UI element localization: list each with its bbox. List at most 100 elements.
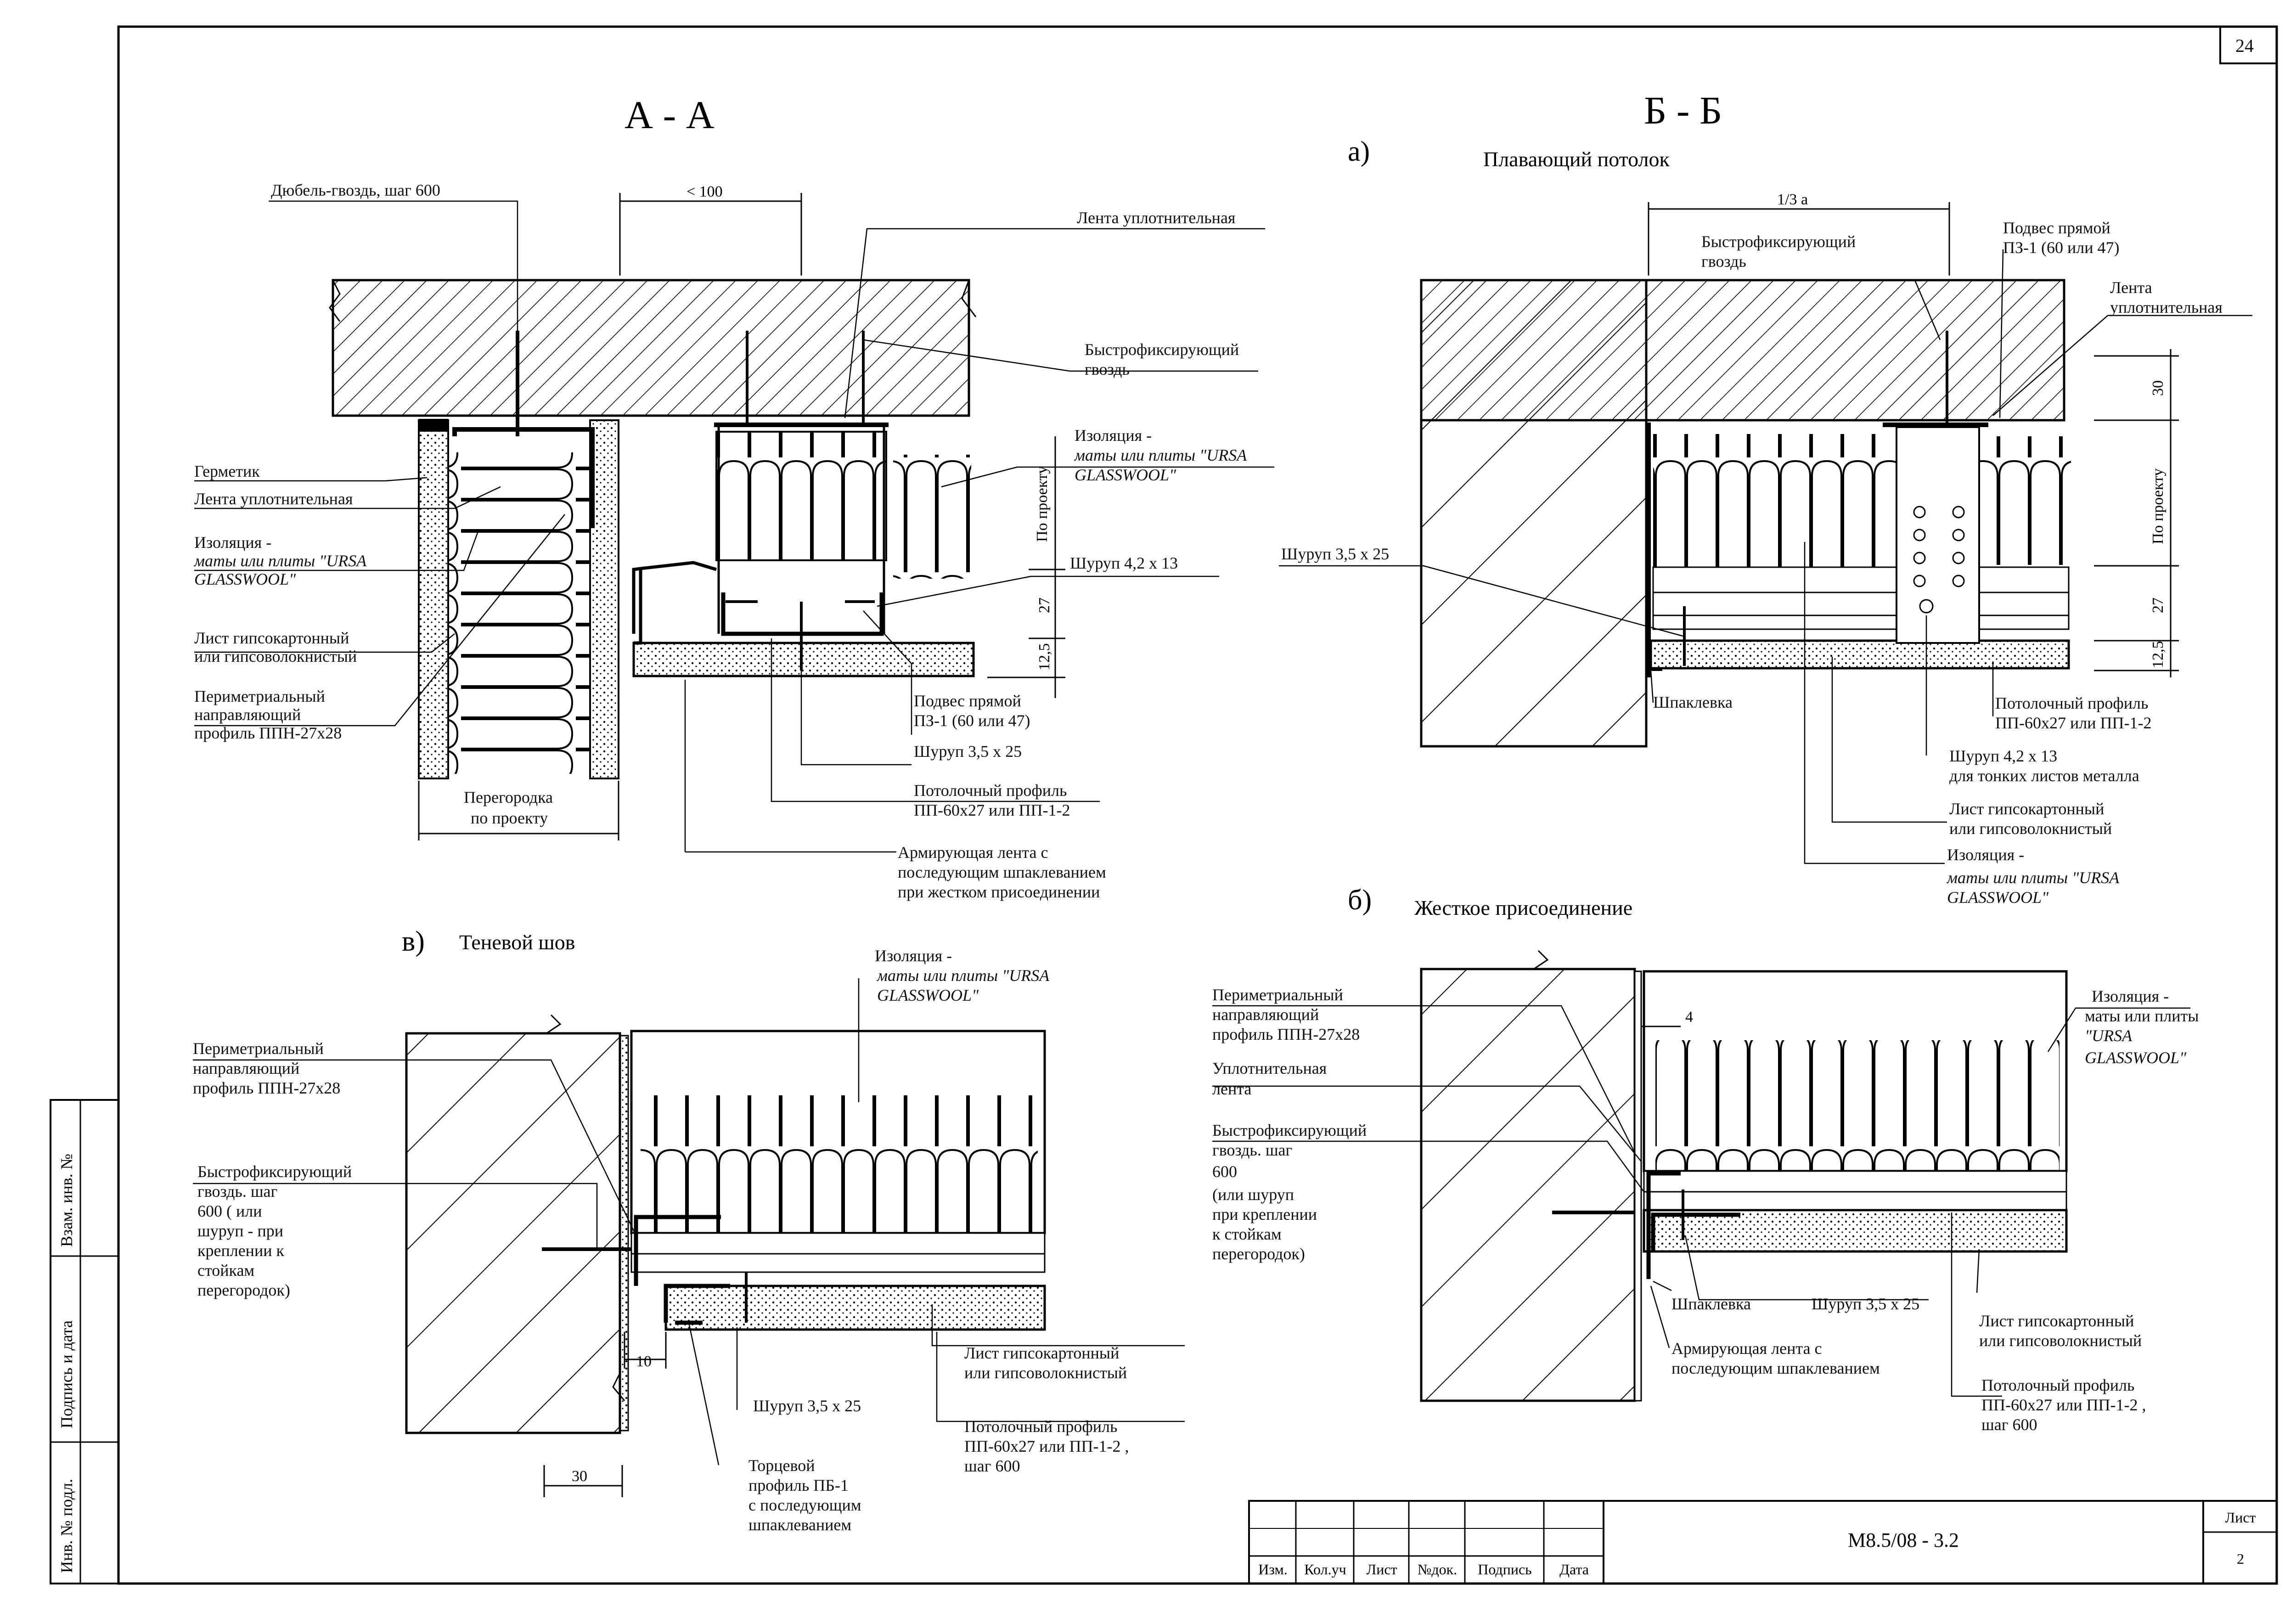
v-perim-3: профиль ППН-27х28 — [193, 1079, 341, 1097]
bba-screw42-2: для тонких листов металла — [1949, 767, 2139, 785]
v-end-profile-3: с последующим — [748, 1496, 861, 1514]
bba-hanger-2: ПЗ-1 (60 или 47) — [2003, 238, 2120, 257]
v-fastnail-4: шуруп - при — [197, 1222, 284, 1240]
bbb-perim-1: Периметриальный — [1212, 986, 1343, 1004]
bbb-sheet-1: Лист гипсокартонный — [1979, 1312, 2134, 1330]
bba-profile-2: ПП-60х27 или ПП-1-2 — [1995, 714, 2152, 732]
v-sheet-1: Лист гипсокартонный — [964, 1344, 1120, 1362]
stamp-sign-date: Подпись и дата — [57, 1320, 76, 1428]
bbb-fastnail-6: к стойкам — [1212, 1225, 1282, 1243]
bba-tape-1: Лента — [2110, 278, 2152, 297]
v-insul-3: GLASSWOOL" — [877, 986, 979, 1004]
detail-aa — [194, 193, 1274, 853]
aa-insulation-l-2: маты или плиты "URSA — [194, 552, 367, 570]
bbb-sheet-2: или гипсоволокнистый — [1979, 1331, 2142, 1350]
v-fastnail-5: креплении к — [197, 1241, 284, 1260]
aa-profile-label-1: Потолочный профиль — [914, 781, 1067, 800]
bbb-seal-2: лента — [1212, 1080, 1252, 1098]
tb-col-ndok: №док. — [1417, 1561, 1458, 1578]
aa-hanger-label-2: ПЗ-1 (60 или 47) — [914, 711, 1030, 730]
v-profile-3: шаг 600 — [964, 1457, 1020, 1475]
aa-insulation-l-3: GLASSWOOL" — [194, 570, 296, 588]
section-aa-title: А - А — [625, 93, 715, 137]
bba-insul-1: Изоляция - — [1947, 845, 2025, 864]
tb-sheet-no: 2 — [2237, 1550, 2244, 1567]
aa-dim-27: 27 — [1036, 597, 1053, 613]
aa-perim-label-2: направляющий — [194, 705, 301, 724]
sheet-number: 24 — [2235, 35, 2254, 56]
bbb-insul-4: GLASSWOOL" — [2085, 1048, 2187, 1067]
tb-sheet-label: Лист — [2225, 1509, 2256, 1526]
aa-insulation-r-1: Изоляция - — [1075, 426, 1152, 445]
v-dim-30: 30 — [572, 1468, 587, 1485]
section-bb-title: Б - Б — [1644, 88, 1722, 132]
aa-insulation-l-1: Изоляция - — [194, 533, 272, 552]
aa-fastnail-label-2: гвоздь — [1085, 360, 1130, 378]
bba-dim-30: 30 — [2150, 380, 2167, 396]
bba-hanger-1: Подвес прямой — [2003, 219, 2110, 237]
bbb-screw35-label: Шуруп 3,5 х 25 — [1812, 1295, 1920, 1313]
bbb-fastnail-5: при креплении — [1212, 1205, 1317, 1223]
bbb-profile-3: шаг 600 — [1981, 1415, 2037, 1434]
bbb-seal-1: Уплотнительная — [1212, 1059, 1327, 1077]
variant-a-letter: а) — [1348, 136, 1370, 167]
v-end-profile-4: шпаклеванием — [748, 1516, 852, 1534]
bba-sheet-2: или гипсоволокнистый — [1949, 819, 2112, 838]
bbb-arm-tape-2: последующим шпаклеванием — [1671, 1359, 1880, 1377]
bbb-perim-3: профиль ППН-27х28 — [1212, 1025, 1360, 1043]
bbb-fastnail-7: перегородок) — [1212, 1245, 1305, 1263]
aa-arm-tape-2: последующим шпаклеванием — [898, 863, 1106, 881]
bbb-arm-tape-1: Армирующая лента с — [1671, 1339, 1822, 1358]
side-stamp — [50, 1099, 119, 1584]
aa-screw35-label: Шуруп 3,5 х 25 — [914, 742, 1022, 761]
sheet-number-box — [2219, 26, 2278, 64]
aa-hanger-label-1: Подвес прямой — [914, 692, 1021, 710]
bbb-profile-2: ПП-60х27 или ПП-1-2 , — [1981, 1396, 2146, 1414]
variant-b-letter: б) — [1348, 885, 1372, 916]
bba-screw42-1: Шуруп 4,2 х 13 — [1949, 747, 2058, 765]
bba-dim-13a: 1/3 a — [1777, 191, 1808, 208]
v-profile-2: ПП-60х27 или ПП-1-2 , — [964, 1437, 1129, 1455]
bba-screw35-label: Шуруп 3,5 х 25 — [1281, 545, 1390, 563]
aa-arm-tape-1: Армирующая лента с — [898, 843, 1048, 862]
bbb-perim-2: направляющий — [1212, 1005, 1319, 1024]
bbb-dim-4: 4 — [1685, 1009, 1693, 1026]
tb-col-sign: Подпись — [1478, 1561, 1532, 1578]
aa-dim-125: 12,5 — [1036, 643, 1053, 671]
aa-fastnail-label-1: Быстрофиксирующий — [1085, 340, 1239, 359]
v-fastnail-1: Быстрофиксирующий — [197, 1162, 352, 1181]
aa-tape-left-label: Лента уплотнительная — [194, 490, 353, 508]
tb-col-list: Лист — [1366, 1561, 1397, 1578]
v-dim-10: 10 — [636, 1353, 652, 1370]
detail-bb-a — [1279, 202, 2252, 864]
bbb-fastnail-2: гвоздь. шаг — [1212, 1141, 1293, 1159]
v-profile-1: Потолочный профиль — [964, 1417, 1118, 1436]
stamp-inv-orig: Инв. № подл. — [57, 1478, 76, 1573]
bba-dim-125: 12,5 — [2150, 641, 2167, 669]
aa-sheet-label-1: Лист гипсокартонный — [194, 629, 349, 647]
aa-hermetic-label: Герметик — [194, 462, 260, 480]
aa-dim-proj: По проекту — [1034, 466, 1051, 542]
bbb-fastnail-4: (или шуруп — [1212, 1185, 1294, 1204]
variant-v-letter: в) — [402, 926, 425, 957]
v-fastnail-7: перегородок) — [197, 1281, 290, 1299]
v-fastnail-6: стойкам — [197, 1261, 255, 1279]
bbb-insul-2: маты или плиты — [2085, 1007, 2199, 1025]
bbb-fastnail-3: 600 — [1212, 1162, 1237, 1181]
aa-perim-label-1: Периметриальный — [194, 687, 325, 705]
v-perim-1: Периметриальный — [193, 1039, 324, 1058]
sheet-frame — [117, 25, 2278, 1585]
bba-sheet-1: Лист гипсокартонный — [1949, 800, 2105, 818]
aa-sheet-label-2: или гипсоволокнистый — [194, 647, 357, 665]
aa-tape-top-label: Лента уплотнительная — [1077, 209, 1236, 227]
variant-v-caption: Теневой шов — [459, 930, 575, 954]
bba-dim-27: 27 — [2150, 597, 2167, 613]
tb-doc-code: М8.5/08 - 3.2 — [1848, 1529, 1959, 1551]
bba-putty-label: Шпаклевка — [1653, 693, 1733, 711]
aa-arm-tape-3: при жестком присоединении — [898, 883, 1100, 901]
aa-dim-100: < 100 — [687, 183, 723, 200]
bba-fastnail-1: Быстрофиксирующий — [1701, 232, 1856, 251]
aa-insulation-r-2: маты или плиты "URSA — [1075, 446, 1247, 464]
bba-tape-2: уплотнительная — [2110, 298, 2223, 316]
